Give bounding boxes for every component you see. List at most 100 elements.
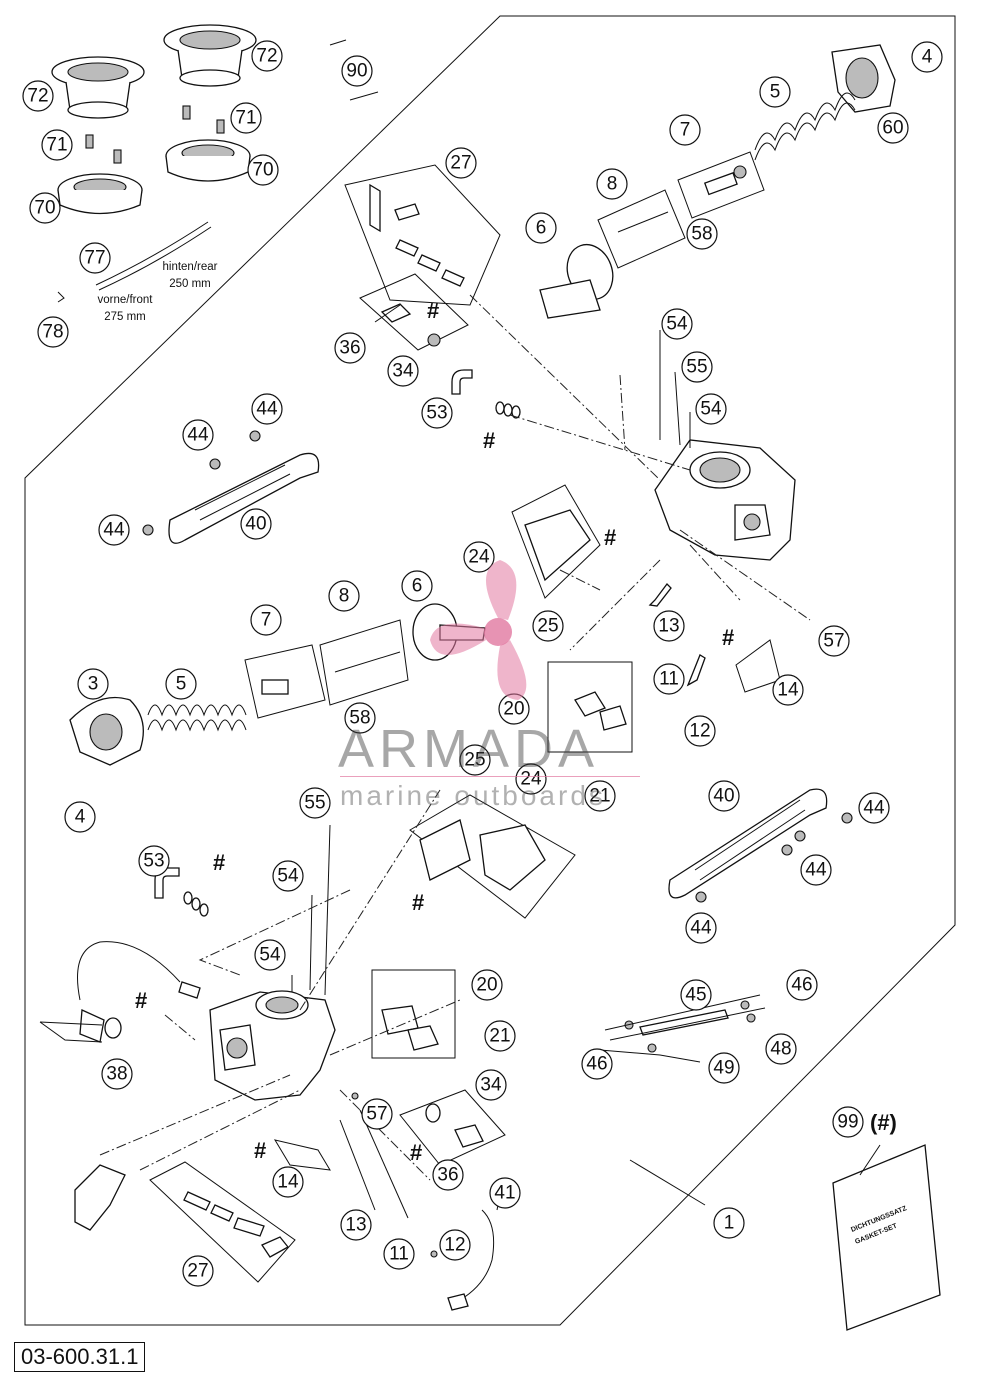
jet-needle-box-8-lower — [319, 619, 409, 706]
gasket-marker-6: # — [412, 890, 424, 915]
callout-46: 46 — [581, 1048, 613, 1080]
gasket-marker-3: # — [604, 525, 616, 550]
svg-text:34: 34 — [392, 361, 414, 382]
callout-6: 6 — [525, 212, 557, 244]
spring-5-lower — [147, 704, 247, 732]
callout-20: 20 — [498, 693, 530, 725]
jet-needle-8-upper — [617, 211, 669, 233]
callout-54: 54 — [661, 308, 693, 340]
svg-text:44: 44 — [805, 860, 827, 881]
intake-funnel-right — [163, 24, 257, 87]
hose-rear-length: 250 mm — [169, 278, 211, 290]
callout-49: 49 — [708, 1052, 740, 1084]
callout-4: 4 — [911, 41, 943, 73]
svg-text:99: 99 — [837, 1112, 858, 1133]
callout-34: 34 — [475, 1069, 507, 1101]
callout-5: 5 — [165, 668, 197, 700]
float-20-upper — [574, 691, 627, 731]
callout-14: 14 — [272, 1166, 304, 1198]
svg-text:40: 40 — [245, 514, 266, 535]
float-box-24-upper — [511, 484, 601, 599]
callout-14: 14 — [772, 674, 804, 706]
jet-needle-8-lower — [334, 651, 401, 673]
svg-text:58: 58 — [349, 708, 370, 729]
elbow-fitting-53-upper — [451, 369, 473, 395]
screws-13-11-upper — [648, 583, 706, 687]
svg-text:36: 36 — [437, 1165, 458, 1186]
carburetor-body-upper — [654, 330, 796, 561]
callout-5: 5 — [759, 76, 791, 108]
svg-text:78: 78 — [42, 322, 63, 343]
callout-90: 90 — [341, 55, 373, 87]
svg-text:72: 72 — [256, 46, 277, 67]
callout-1: 1 — [713, 1207, 745, 1239]
callout-34: 34 — [387, 355, 419, 387]
svg-text:44: 44 — [187, 425, 209, 446]
svg-text:58: 58 — [691, 224, 712, 245]
elbow-fitting-53-lower — [154, 867, 209, 917]
svg-text:71: 71 — [235, 108, 256, 129]
gasket-marker-2: # — [483, 428, 495, 453]
svg-text:44: 44 — [863, 798, 885, 819]
gasket-marker-5: # — [213, 850, 225, 875]
callout-44: 44 — [98, 514, 130, 546]
callout-12: 12 — [684, 715, 716, 747]
svg-text:41: 41 — [494, 1183, 515, 1204]
svg-text:11: 11 — [389, 1244, 409, 1265]
float-chamber-24-upper — [524, 509, 591, 582]
gasket-markers: # # # # # # # # # — [135, 298, 734, 1165]
callout-58: 58 — [344, 702, 376, 734]
drawing-number: 03-600.31.1 — [14, 1342, 146, 1372]
callout-45: 45 — [680, 979, 712, 1011]
svg-text:38: 38 — [106, 1064, 127, 1085]
gasket-set-bag: DICHTUNGSSATZ GASKET-SET — [832, 1144, 941, 1331]
callout-54: 54 — [254, 939, 286, 971]
needle-holder-7-upper — [703, 165, 747, 196]
callout-77: 77 — [79, 242, 111, 274]
svg-text:25: 25 — [464, 750, 485, 771]
callout-46: 46 — [786, 969, 818, 1001]
gasket-marker-4: # — [722, 625, 734, 650]
fuel-pump-cover-36-upper — [380, 303, 441, 347]
callout-21: 21 — [584, 780, 616, 812]
svg-text:48: 48 — [770, 1039, 791, 1060]
svg-text:77: 77 — [84, 248, 105, 269]
svg-text:21: 21 — [589, 786, 610, 807]
carburetor-body-lower — [209, 824, 336, 1101]
gasket-marker-1: # — [427, 298, 439, 323]
callout-40: 40 — [708, 780, 740, 812]
svg-text:54: 54 — [700, 399, 722, 420]
svg-text:4: 4 — [75, 807, 86, 828]
svg-text:6: 6 — [412, 576, 423, 597]
callout-27: 27 — [445, 147, 477, 179]
watermark-divider — [340, 776, 640, 777]
callout-24: 24 — [515, 763, 547, 795]
svg-text:12: 12 — [689, 721, 710, 742]
gasket-kit-marker: (#) — [870, 1110, 897, 1135]
float-20-lower — [381, 1005, 439, 1051]
svg-text:55: 55 — [686, 357, 707, 378]
fuel-pump-box-34-lower — [399, 1089, 506, 1166]
svg-text:5: 5 — [176, 674, 187, 695]
callout-20: 20 — [471, 969, 503, 1001]
callout-57: 57 — [818, 625, 850, 657]
callout-24: 24 — [463, 541, 495, 573]
svg-text:44: 44 — [103, 520, 125, 541]
propeller-icon — [430, 560, 527, 700]
top-cover-60 — [831, 44, 896, 113]
svg-text:40: 40 — [713, 786, 734, 807]
o-rings-upper — [495, 401, 521, 419]
svg-text:44: 44 — [256, 399, 278, 420]
svg-text:53: 53 — [143, 851, 164, 872]
lever-screws-44-upper — [142, 430, 261, 536]
callout-48: 48 — [765, 1033, 797, 1065]
needle-holder-box-7-lower — [244, 644, 326, 719]
svg-text:57: 57 — [366, 1104, 387, 1125]
callout-44: 44 — [251, 393, 283, 425]
svg-text:54: 54 — [666, 314, 688, 335]
callout-44: 44 — [685, 912, 717, 944]
sensor-cable-41 — [447, 1209, 495, 1311]
svg-text:8: 8 — [339, 586, 350, 607]
svg-text:46: 46 — [586, 1054, 607, 1075]
svg-text:71: 71 — [46, 135, 67, 156]
